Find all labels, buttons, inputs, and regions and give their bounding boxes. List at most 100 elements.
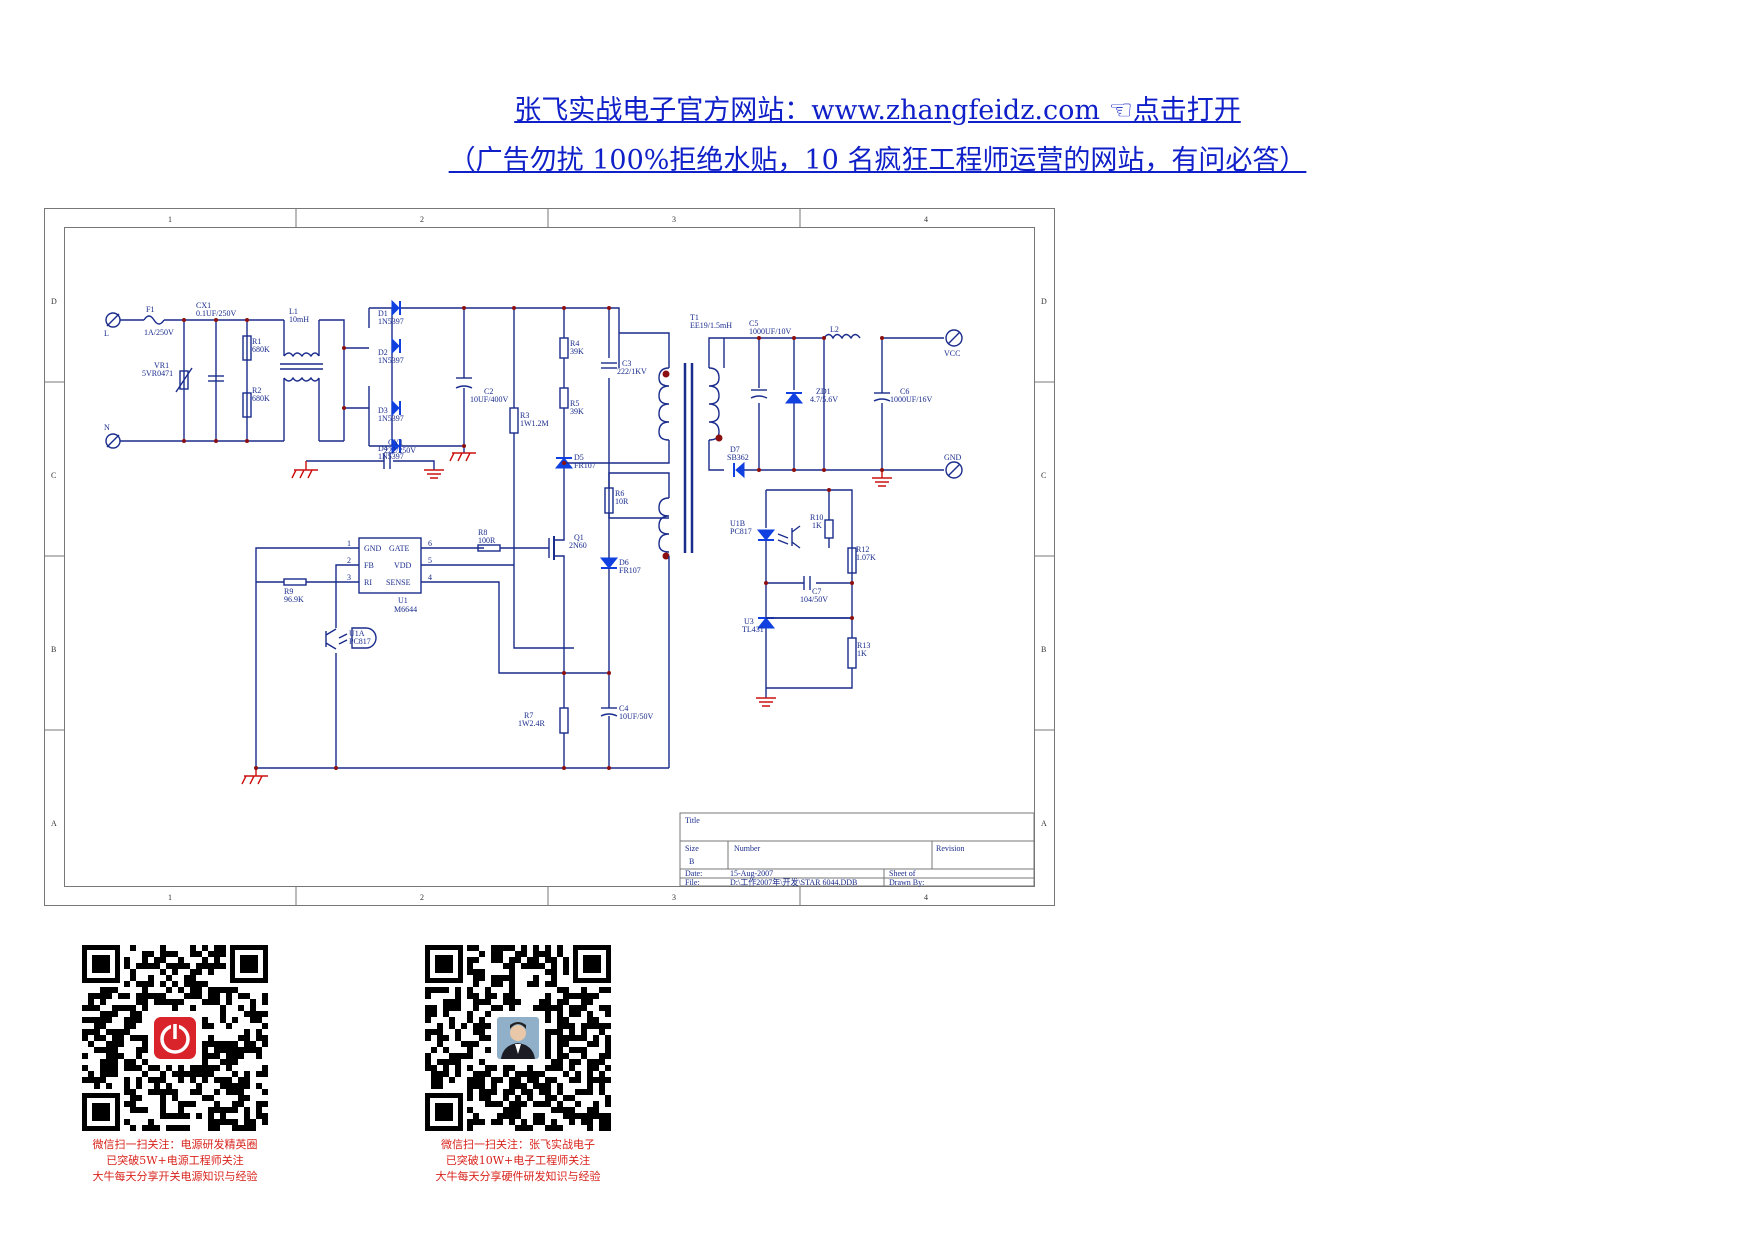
capacitor-CX1: CX1 0.1UF/250V bbox=[196, 301, 236, 382]
F1-ref: F1 bbox=[146, 305, 154, 314]
F1-value: 1A/250V bbox=[144, 328, 174, 337]
C7-value: 104/50V bbox=[800, 595, 828, 604]
C4-value: 10UF/50V bbox=[619, 712, 653, 721]
CX1-ref: CX1 bbox=[196, 301, 211, 310]
qr-finder-top-right bbox=[230, 945, 268, 983]
L2-ref: L2 bbox=[830, 325, 839, 334]
R4-ref: R4 bbox=[570, 339, 579, 348]
C7-ref: C7 bbox=[812, 587, 821, 596]
output-terminal-GND: GND bbox=[944, 453, 963, 479]
inductor-L2: L2 bbox=[823, 325, 861, 340]
sheet-frame: 1 2 3 4 1 2 3 4 D C B A D C B A bbox=[44, 208, 1055, 906]
C5-ref: C5 bbox=[749, 319, 758, 328]
website-slogan-link[interactable]: （广告勿扰 100%拒绝水贴，10 名疯狂工程师运营的网站，有问必答） bbox=[0, 138, 1755, 177]
U1-pin-gate: GATE bbox=[389, 544, 410, 553]
CY1-value: 222/250V bbox=[384, 446, 416, 455]
D2-value: 1N5397 bbox=[378, 356, 404, 365]
D3-ref: D3 bbox=[378, 406, 388, 415]
qr-finder-top-left bbox=[425, 945, 463, 983]
caption-line: 微信扫一扫关注：电源研发精英圈 bbox=[92, 1138, 258, 1151]
U1-pin-sense: SENSE bbox=[386, 578, 411, 587]
qr-finder-bottom-left bbox=[425, 1093, 463, 1131]
ground-primary-1 bbox=[449, 452, 476, 462]
R12-value: 1.07K bbox=[856, 553, 876, 562]
L1-value: 10mH bbox=[289, 315, 309, 324]
D4-value: 1N5397 bbox=[378, 452, 404, 461]
drawn-by-label: Drawn By: bbox=[889, 878, 924, 887]
power-icon bbox=[151, 1014, 199, 1062]
U1-pin-num: 5 bbox=[428, 556, 432, 565]
R1-value: 680K bbox=[252, 345, 270, 354]
sheet-label: Sheet of bbox=[889, 869, 916, 878]
U1A-ref: U1A bbox=[349, 629, 365, 638]
VR1-value: 5VR0471 bbox=[142, 369, 173, 378]
date-value: 15-Aug-2007 bbox=[730, 869, 773, 878]
D6-ref: D6 bbox=[619, 558, 629, 567]
T1-value: EE19/1.5mH bbox=[690, 321, 732, 330]
title-label: Title bbox=[685, 816, 700, 825]
avatar-photo bbox=[494, 1014, 542, 1062]
input-terminal-L: L bbox=[104, 312, 121, 338]
L1-ref: L1 bbox=[289, 307, 298, 316]
U1-pin-ri: RI bbox=[364, 578, 372, 587]
ground-secondary-2 bbox=[756, 697, 776, 707]
qr-caption-power: 微信扫一扫关注：电源研发精英圈 已突破5W+电源工程师关注 大牛每天分享开关电源… bbox=[45, 1137, 305, 1185]
R6-value: 10R bbox=[615, 497, 629, 506]
C3-value: 222/1KV bbox=[617, 367, 647, 376]
CY1-ref: CY1 bbox=[388, 438, 403, 447]
D1-ref: D1 bbox=[378, 309, 388, 318]
caption-line: 已突破5W+电源工程师关注 bbox=[106, 1154, 244, 1167]
R2-value: 680K bbox=[252, 394, 270, 403]
R8-value: 100R bbox=[478, 536, 496, 545]
U1-pin-vdd: VDD bbox=[394, 561, 412, 570]
U1-pin-gnd: GND bbox=[364, 544, 382, 553]
C3-ref: C3 bbox=[622, 359, 631, 368]
D5-value: FR107 bbox=[574, 461, 596, 470]
row-label: B bbox=[51, 645, 56, 654]
size-label: Size bbox=[685, 844, 699, 853]
R1-ref: R1 bbox=[252, 337, 261, 346]
D1-value: 1N5397 bbox=[378, 317, 404, 326]
website-header-link[interactable]: 张飞实战电子官方网站：www.zhangfeidz.com ☜点击打开 bbox=[0, 88, 1755, 127]
Q1-ref: Q1 bbox=[574, 533, 584, 542]
R8-ref: R8 bbox=[478, 528, 487, 537]
U3-ref: U3 bbox=[744, 617, 754, 626]
D4-ref: D4 bbox=[378, 444, 388, 453]
schematic-sheet: .w{stroke:#1a2c8c;stroke-width:1.4;fill:… bbox=[44, 208, 1055, 906]
D7-value: SB362 bbox=[727, 453, 749, 462]
capacitor-C2: C2 10UF/400V bbox=[455, 377, 508, 404]
GND-label: GND bbox=[944, 453, 962, 462]
R2-ref: R2 bbox=[252, 386, 261, 395]
slogan-link[interactable]: （广告勿扰 100%拒绝水贴，10 名疯狂工程师运营的网站，有问必答） bbox=[448, 145, 1307, 176]
wechat-qr-code-power[interactable] bbox=[82, 945, 268, 1131]
caption-line: 大牛每天分享开关电源知识与经验 bbox=[92, 1170, 258, 1183]
ZD1-value: 4.7/5.6V bbox=[810, 395, 838, 404]
resistor-R2: R2 680K bbox=[242, 386, 270, 418]
qr-finder-bottom-left bbox=[82, 1093, 120, 1131]
VR1-ref: VR1 bbox=[154, 361, 169, 370]
caption-line: 已突破10W+电子工程师关注 bbox=[445, 1154, 591, 1167]
website-link[interactable]: 张飞实战电子官方网站：www.zhangfeidz.com ☜点击打开 bbox=[514, 95, 1241, 126]
row-label: C bbox=[51, 471, 56, 480]
file-label: File: bbox=[685, 878, 700, 887]
ZD1-ref: ZD1 bbox=[816, 387, 831, 396]
date-label: Date: bbox=[685, 869, 702, 878]
R9-value: 96.9K bbox=[284, 595, 304, 604]
revision-label: Revision bbox=[936, 844, 964, 853]
D6-value: FR107 bbox=[619, 566, 641, 575]
transformer-T1: T1 EE19/1.5mH bbox=[658, 313, 732, 560]
wechat-qr-code-zhangfei[interactable] bbox=[425, 945, 611, 1131]
C6-ref: C6 bbox=[900, 387, 909, 396]
